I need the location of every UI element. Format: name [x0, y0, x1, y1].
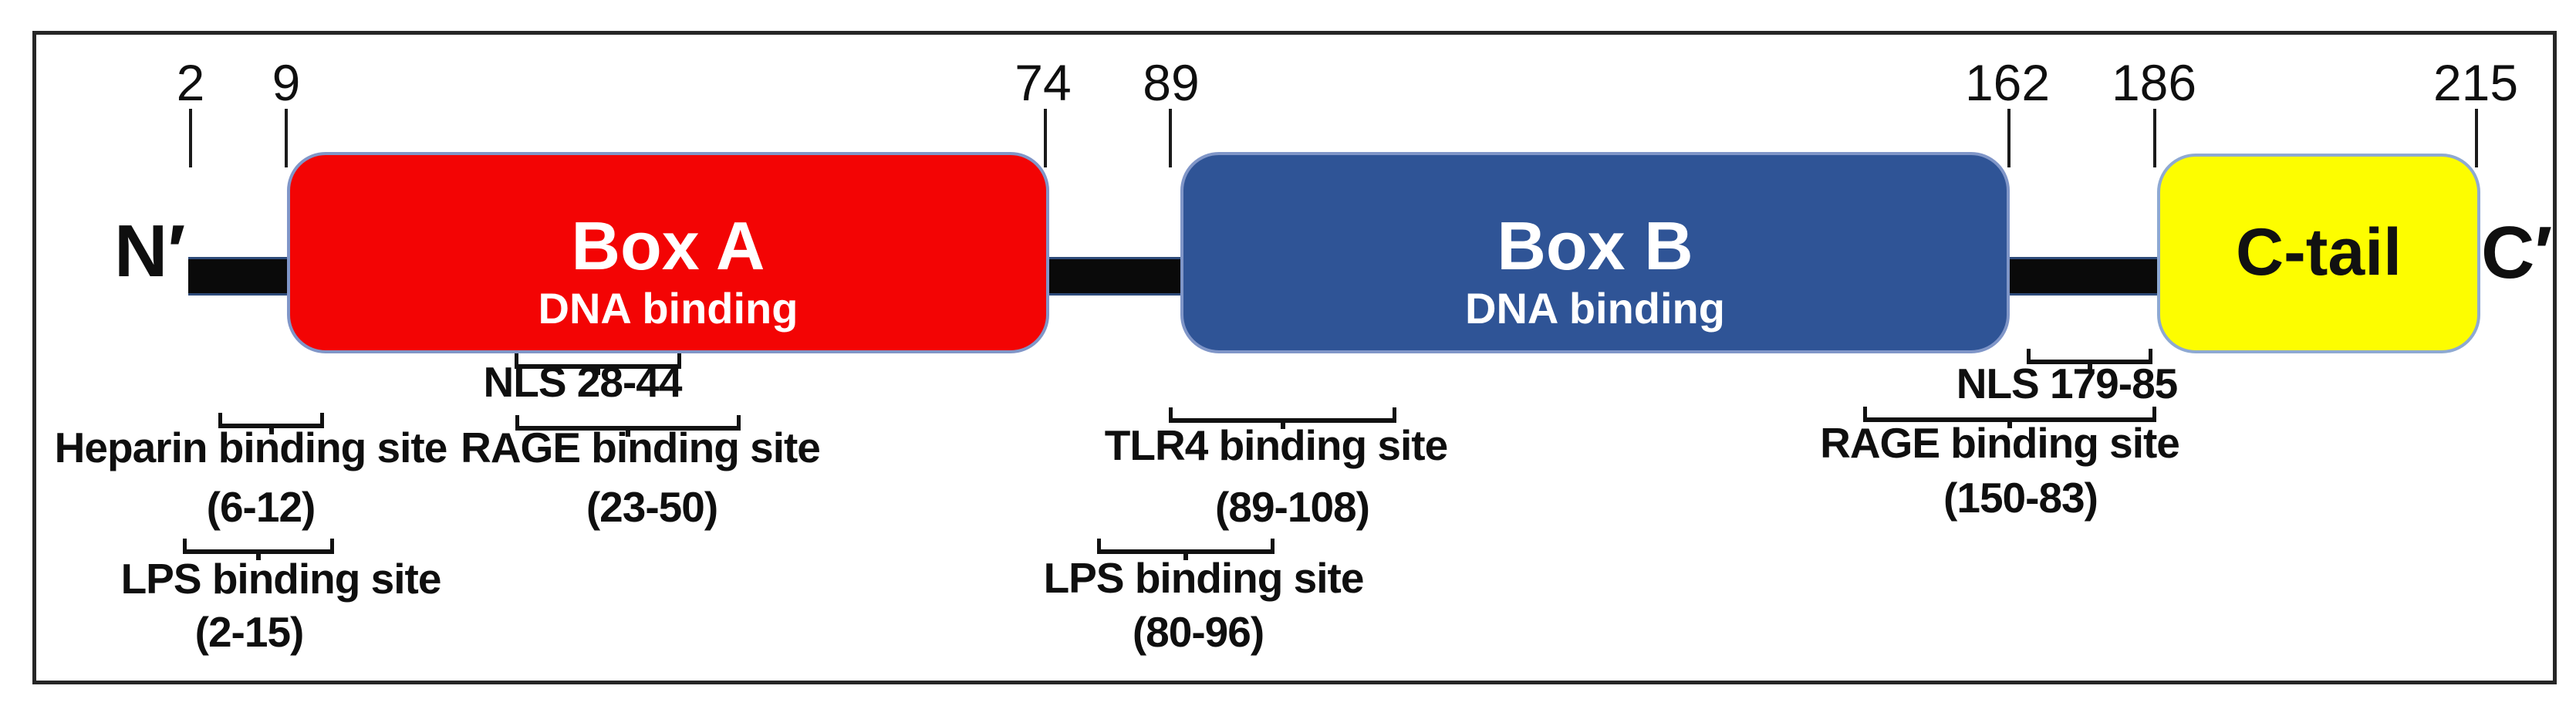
site-range-lps-a: (2-15)	[194, 608, 305, 656]
site-label-lps-a: LPS binding site	[120, 555, 442, 603]
domain-c-tail: C-tail	[2157, 154, 2480, 353]
range-bracket-lps-b	[1097, 539, 1274, 560]
residue-marker-2: 2	[176, 54, 205, 111]
site-label-nls-28-44: NLS 28-44	[483, 358, 683, 406]
residue-tick-9	[285, 109, 288, 167]
residue-marker-74: 74	[1015, 54, 1072, 111]
residue-tick-74	[1044, 109, 1047, 167]
range-bracket-tlr4	[1169, 407, 1396, 429]
site-range-tlr4: (89-108)	[1215, 483, 1370, 531]
site-label-lps-b: LPS binding site	[1043, 554, 1365, 602]
site-range-rage-b: (150-83)	[1943, 474, 2098, 522]
c-terminus-label: C′	[2481, 211, 2553, 294]
range-bracket-heparin	[218, 413, 324, 434]
domain-box-b: Box B DNA binding	[1180, 152, 2010, 353]
range-bracket-rage-a	[515, 415, 741, 437]
site-label-rage-a: RAGE binding site	[461, 424, 821, 471]
domain-box-a-subtitle: DNA binding	[538, 284, 798, 333]
range-bracket-rage-b	[1863, 407, 2156, 428]
residue-tick-162	[2007, 109, 2010, 167]
domain-box-a-name: Box A	[571, 208, 765, 284]
domain-c-tail-name: C-tail	[2236, 215, 2402, 289]
residue-marker-162: 162	[1964, 54, 2051, 111]
domain-box-b-name: Box B	[1497, 208, 1693, 284]
domain-box-a: Box A DNA binding	[287, 152, 1049, 353]
residue-marker-89: 89	[1143, 54, 1200, 111]
figure-border	[32, 31, 2557, 684]
site-range-lps-b: (80-96)	[1132, 608, 1264, 656]
residue-tick-186	[2153, 109, 2156, 167]
site-label-rage-b: RAGE binding site	[1820, 419, 2180, 467]
residue-tick-89	[1169, 109, 1172, 167]
site-label-tlr4: TLR4 binding site	[1104, 421, 1448, 469]
n-terminus-label: N′	[114, 210, 186, 292]
range-bracket-nls-28-44	[515, 353, 681, 375]
residue-tick-2	[189, 109, 192, 167]
residue-marker-186: 186	[2111, 54, 2197, 111]
residue-tick-215	[2475, 109, 2478, 167]
range-bracket-lps-a	[183, 539, 334, 560]
site-label-heparin: Heparin binding site	[54, 424, 448, 471]
residue-marker-9: 9	[272, 54, 301, 111]
range-bracket-nls-179-85	[2027, 349, 2152, 370]
site-range-rage-a: (23-50)	[586, 483, 718, 531]
site-range-heparin: (6-12)	[206, 483, 316, 531]
residue-marker-215: 215	[2433, 54, 2519, 111]
domain-box-b-subtitle: DNA binding	[1465, 284, 1725, 333]
site-label-nls-179-85: NLS 179-85	[1956, 360, 2179, 407]
